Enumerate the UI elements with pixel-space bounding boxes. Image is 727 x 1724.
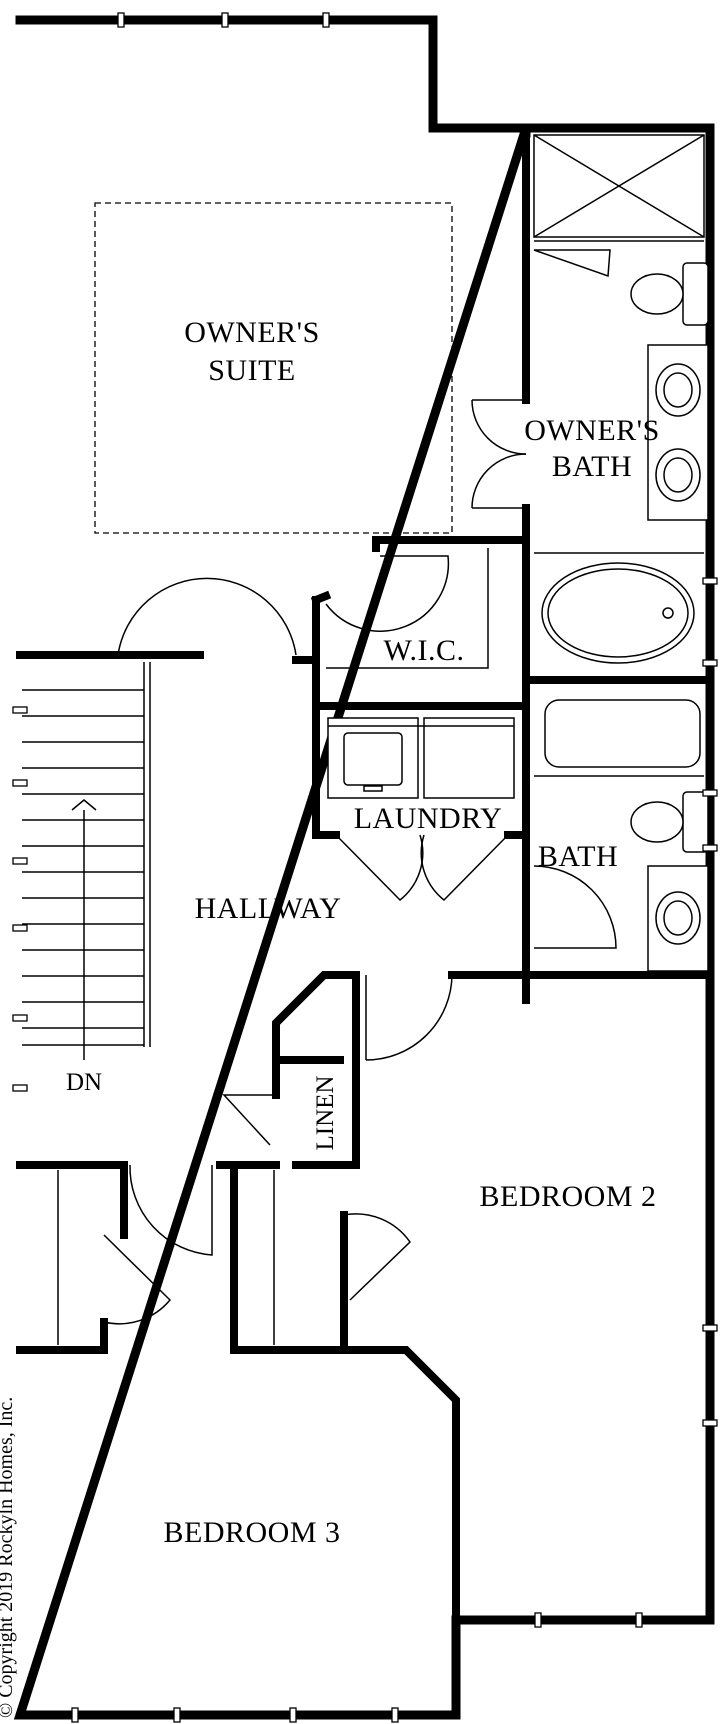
stairs-down-label: DN [66,1069,102,1096]
owners-bath-label-line2: BATH [552,450,632,483]
bath-fixtures [533,699,709,972]
bedroom3-label: BEDROOM 3 [163,1516,340,1549]
wic [325,548,489,669]
doors [103,577,453,1325]
laundry-fixtures [327,717,515,902]
laundry-label: LAUNDRY [354,802,503,835]
owners-bath-label-line1: OWNER'S [524,414,660,447]
linen-label: LINEN [312,1076,339,1151]
bath-label: BATH [538,840,618,873]
owners-suite-label-line1: OWNER'S [184,316,320,349]
windows [12,12,718,1723]
copyright-text: © Copyright 2019 Rockyln Homes, Inc. [0,1397,17,1718]
ceiling-outline [94,202,453,534]
hallway-label: HALLWAY [195,892,342,925]
owners-bath-fixtures [471,262,709,664]
wic-label: W.I.C. [383,634,464,667]
owners-suite-label-line2: SUITE [208,354,296,387]
shower [533,134,705,278]
bedroom2-label: BEDROOM 2 [479,1180,656,1213]
interior-walls [16,124,714,1624]
stairs [22,689,144,1060]
